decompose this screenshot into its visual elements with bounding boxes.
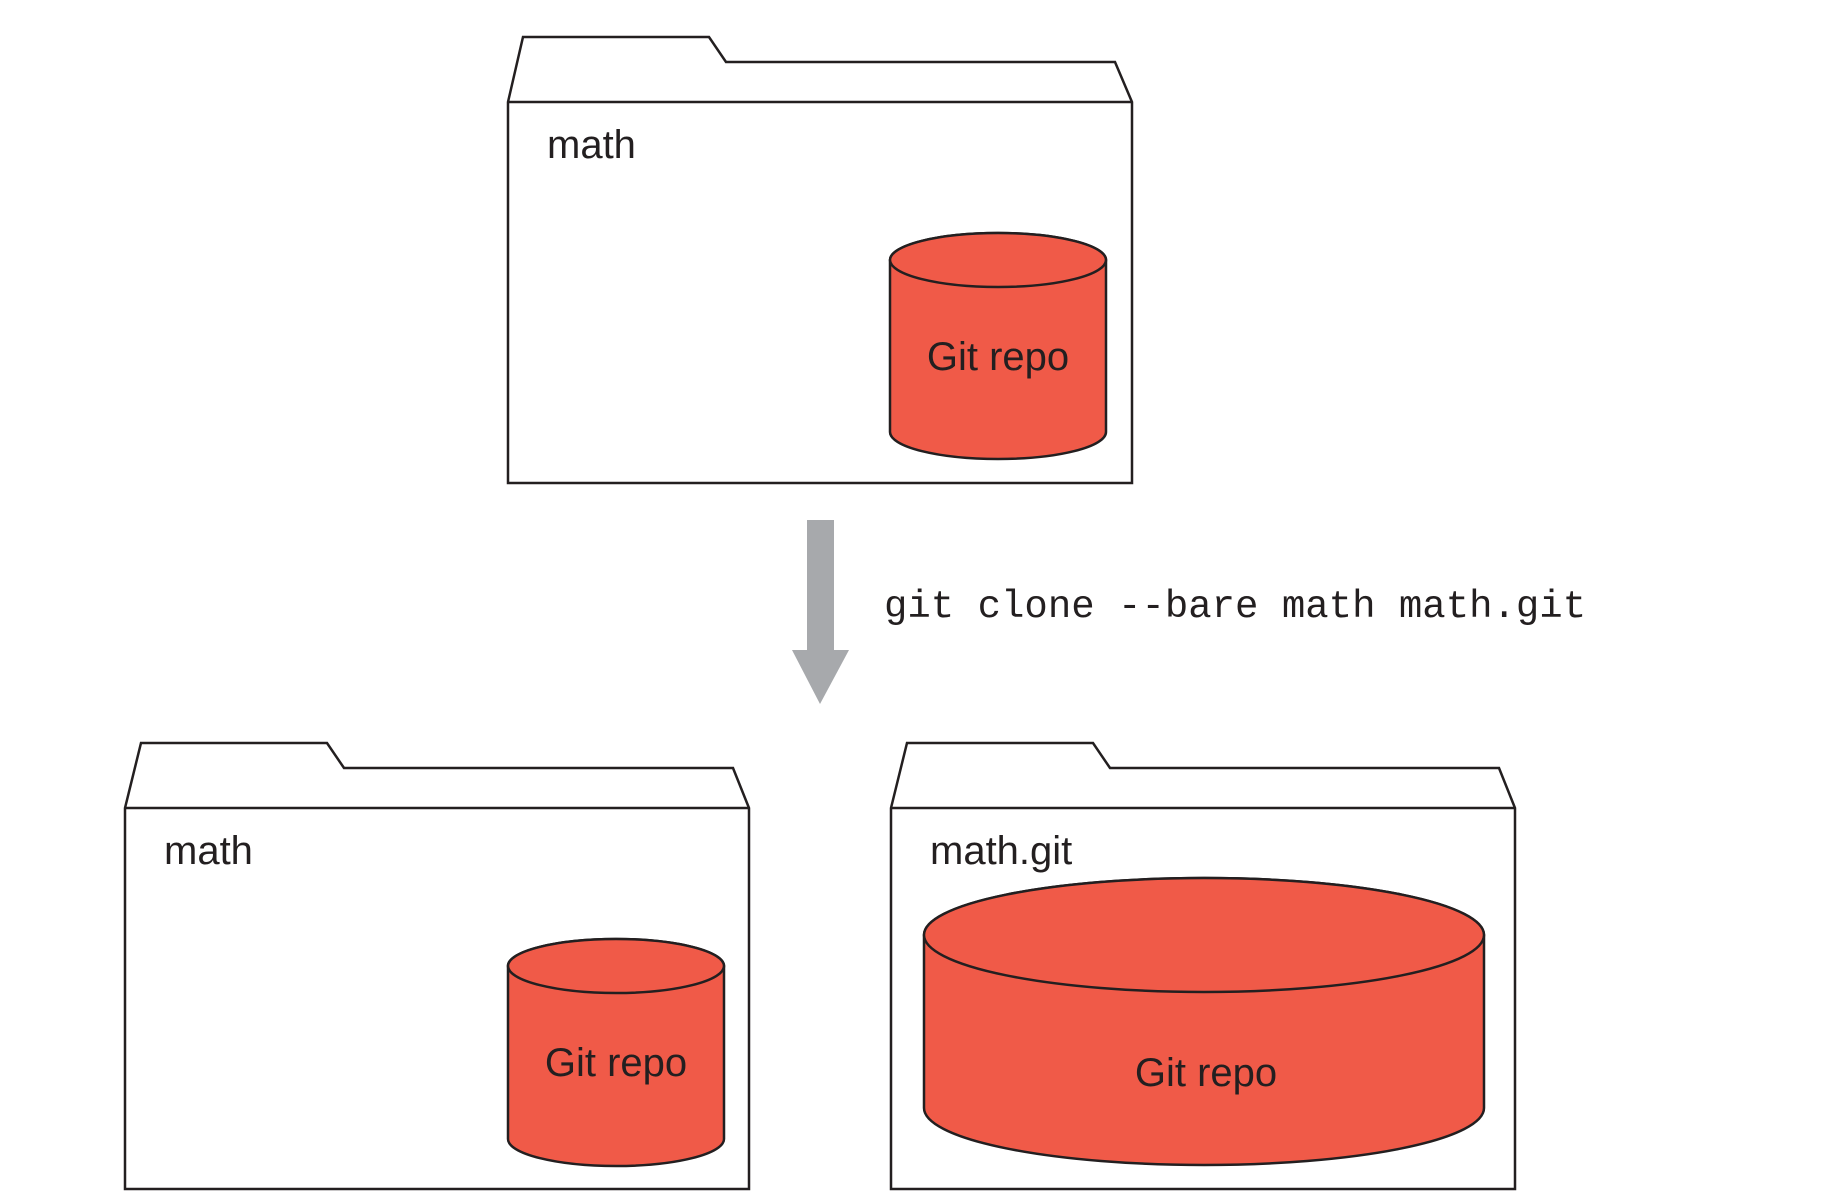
- bare-repo-cylinder-top: [922, 876, 1486, 994]
- bare-folder-label: math.git: [930, 829, 1072, 873]
- bare-folder: math.git Git repo: [889, 741, 1517, 1191]
- clone-command-text: git clone --bare math math.git: [884, 585, 1586, 629]
- source-repo-cylinder-top: [888, 231, 1108, 289]
- down-arrow-icon: [792, 650, 849, 704]
- source-folder-label: math: [547, 123, 636, 167]
- source-repo-label: Git repo: [927, 335, 1069, 379]
- working-folder: math Git repo: [123, 741, 751, 1191]
- bare-repo-label: Git repo: [1135, 1051, 1277, 1095]
- clone-arrow: [792, 520, 849, 704]
- clone-arrow-shaft: [807, 520, 834, 652]
- source-repo-cylinder: Git repo: [888, 231, 1108, 461]
- working-folder-label: math: [164, 829, 253, 873]
- working-repo-cylinder: Git repo: [506, 937, 726, 1168]
- bare-repo-cylinder: Git repo: [922, 876, 1486, 1167]
- working-repo-cylinder-top: [506, 937, 726, 995]
- source-folder: math Git repo: [506, 35, 1134, 485]
- working-repo-label: Git repo: [545, 1041, 687, 1085]
